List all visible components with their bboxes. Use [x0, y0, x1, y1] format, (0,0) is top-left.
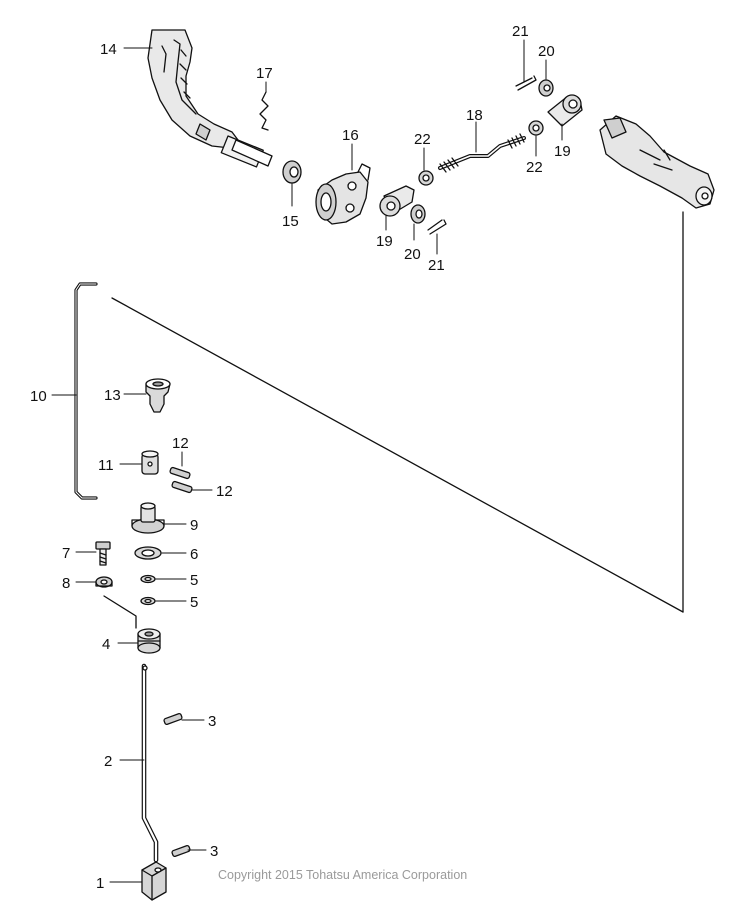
- label-12-lower: 12: [216, 483, 233, 500]
- part-19-ball-joint-left: [379, 185, 415, 217]
- part-11-collar: [141, 450, 159, 475]
- callout-leaders: [51, 39, 563, 883]
- part-20-washer-left: [410, 204, 426, 224]
- part-15-washer: [282, 160, 302, 184]
- label-10: 10: [30, 388, 47, 405]
- label-20-right: 20: [538, 43, 555, 60]
- label-22-right: 22: [526, 159, 543, 176]
- part-2-shaft: [141, 663, 159, 863]
- label-15: 15: [282, 213, 299, 230]
- part-5-washer-lower: [140, 596, 156, 606]
- label-21-left: 21: [428, 257, 445, 274]
- part-16-throttle-cam: [315, 163, 371, 225]
- part-5-washer-upper: [140, 574, 156, 584]
- guide-line-diagonal: [111, 297, 684, 613]
- part-12-pin-upper: [169, 466, 191, 480]
- label-17: 17: [256, 65, 273, 82]
- label-2: 2: [104, 753, 112, 770]
- part-18-throttle-rod: [438, 133, 526, 173]
- part-4-collar: [137, 628, 161, 654]
- copyright-notice: Copyright 2015 Tohatsu America Corporati…: [218, 868, 468, 882]
- part-7-bolt: [95, 541, 111, 566]
- label-19-left: 19: [376, 233, 393, 250]
- part-12-pin-lower: [171, 480, 193, 494]
- label-3-lower: 3: [210, 843, 218, 860]
- label-5-lower: 5: [190, 594, 198, 611]
- part-13-grommet: [145, 378, 171, 413]
- label-7: 7: [62, 545, 70, 562]
- label-19-right: 19: [554, 143, 571, 160]
- label-21-right: 21: [512, 23, 529, 40]
- label-14: 14: [100, 41, 117, 58]
- part-9-lever: [131, 502, 165, 534]
- part-17-spring-pin: [259, 91, 269, 131]
- label-12-upper: 12: [172, 435, 189, 452]
- label-4: 4: [102, 636, 110, 653]
- part-22-nut-right: [528, 120, 544, 136]
- part-21-clip-right: [515, 75, 537, 91]
- label-20-left: 20: [404, 246, 421, 263]
- part-3-pin-lower: [171, 845, 191, 857]
- part-20-washer-right: [538, 79, 554, 97]
- part-14-tiller-handle: [147, 29, 273, 168]
- part-21-clip-left: [427, 219, 447, 235]
- leader-8-to-4: [103, 595, 137, 629]
- label-18: 18: [466, 107, 483, 124]
- label-1: 1: [96, 875, 104, 892]
- label-11: 11: [98, 457, 114, 474]
- label-3-upper: 3: [208, 713, 216, 730]
- part-19-ball-joint-right: [547, 94, 583, 127]
- label-5-upper: 5: [190, 572, 198, 589]
- part-6-washer: [134, 546, 162, 560]
- label-8: 8: [62, 575, 70, 592]
- callout-numbers: 14 17 15 16 19 20 21 22 18 22 19 20 21 1…: [30, 23, 571, 892]
- part-10-link-rod: [74, 282, 98, 500]
- carburetor-linkage-bracket: [599, 115, 715, 209]
- part-8-nut: [95, 576, 113, 588]
- part-1-knob: [141, 861, 167, 901]
- label-16: 16: [342, 127, 359, 144]
- label-6: 6: [190, 546, 198, 563]
- part-22-nut-left: [418, 170, 434, 186]
- label-9: 9: [190, 517, 198, 534]
- label-22-left: 22: [414, 131, 431, 148]
- label-13: 13: [104, 387, 121, 404]
- part-3-pin-upper: [163, 713, 183, 725]
